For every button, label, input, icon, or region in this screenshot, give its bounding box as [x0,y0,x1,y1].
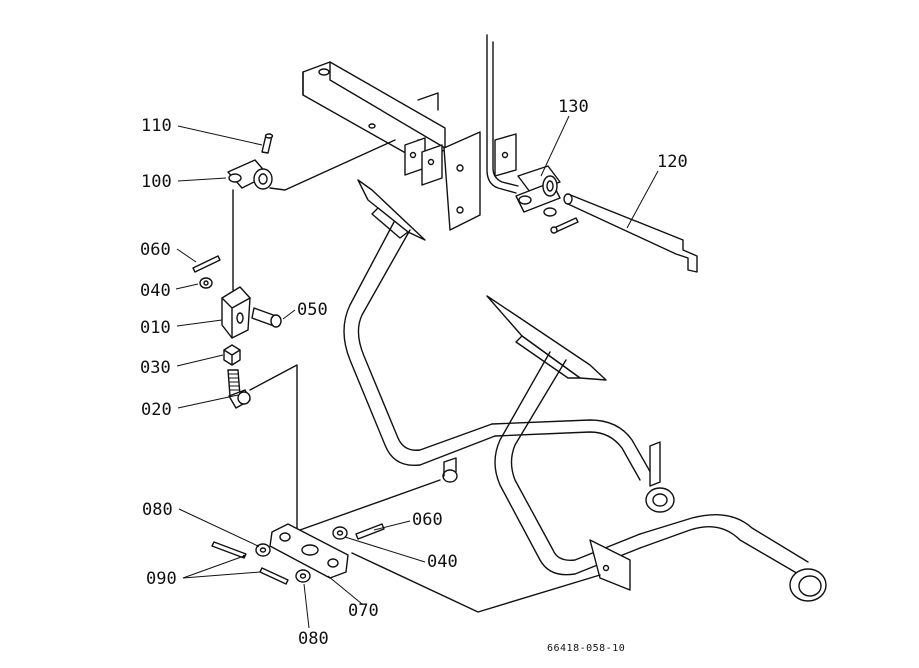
label-040-lower: 040 [427,552,458,572]
label-130: 130 [558,97,589,117]
lower-linkage [211,365,601,613]
label-090: 090 [146,569,177,589]
frame-bracket [302,61,481,231]
leader-lines [175,115,659,629]
label-040: 040 [140,281,171,301]
label-080-upper: 080 [142,500,173,520]
label-050: 050 [297,300,328,320]
label-010: 010 [140,318,171,338]
part-120-rod [486,34,698,273]
label-110: 110 [141,116,172,136]
label-070: 070 [348,601,379,621]
label-120: 120 [657,152,688,172]
label-060-lower: 060 [412,510,443,530]
part-090b-pin [259,567,289,585]
label-080-lower: 080 [298,629,329,649]
label-100: 100 [141,172,172,192]
upper-linkage [192,133,396,409]
label-030: 030 [140,358,171,378]
label-020: 020 [141,400,172,420]
part-060b-cotter [355,523,385,540]
part-010-clevis [221,286,251,339]
part-labels: 110 100 060 040 010 050 030 020 130 120 … [140,97,688,649]
part-060a-cotter [192,255,221,273]
part-090a-pin [211,541,247,559]
drawing-reference-code: 66418-058-10 [547,643,625,654]
pedal-assembly [343,179,827,602]
part-130-clevis [515,165,579,234]
part-020-rod-end [227,369,251,409]
label-060: 060 [140,240,171,260]
